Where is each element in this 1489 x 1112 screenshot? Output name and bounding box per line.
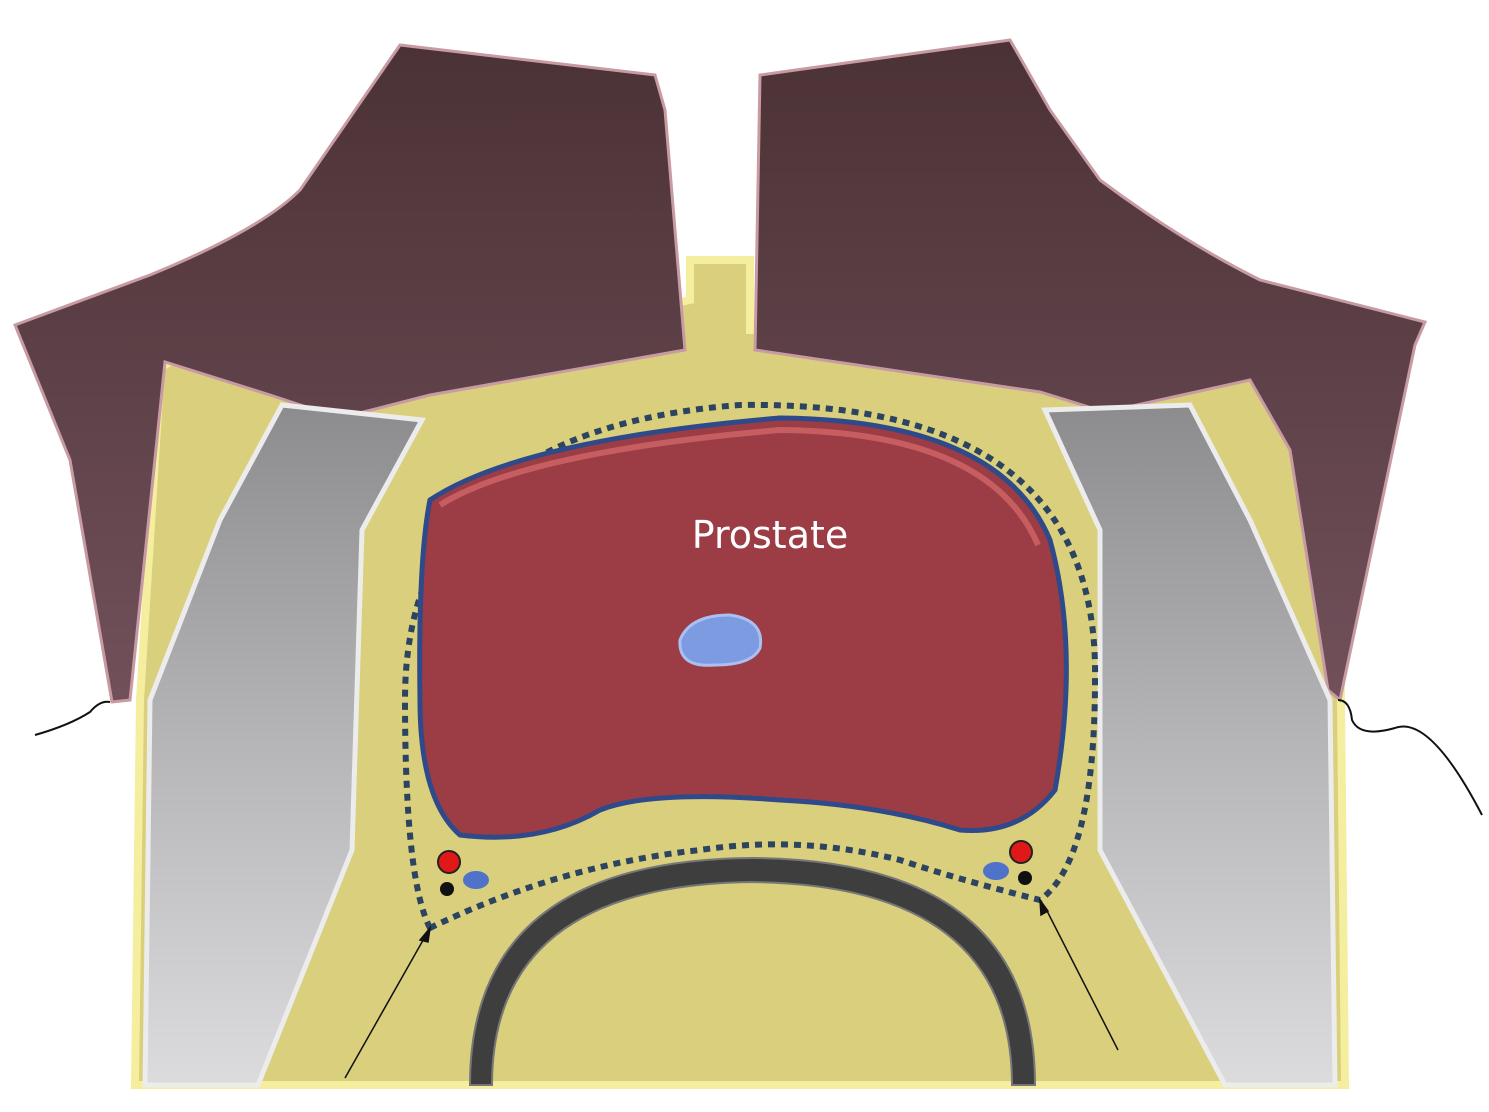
left-neurovascular-bundle: [437, 850, 489, 896]
right-artery: [1009, 840, 1033, 864]
left-vein: [463, 871, 489, 889]
right-arrow: [1039, 897, 1119, 1051]
periprostatic-fascia-dotted-line: [401, 401, 1099, 932]
right-leader-line: [1337, 699, 1483, 816]
left-nerve: [440, 882, 454, 896]
right-levator-muscle: [753, 38, 1428, 703]
prostate-label: Prostate: [692, 513, 849, 557]
right-pubic-bone: [1041, 402, 1338, 1088]
left-leader-line: [34, 700, 111, 736]
left-pubic-bone: [142, 402, 426, 1088]
urethra: [678, 613, 763, 667]
left-levator-muscle: [13, 43, 687, 704]
right-neurovascular-bundle: [983, 840, 1033, 885]
right-vein: [983, 862, 1009, 880]
right-nerve: [1018, 871, 1032, 885]
rectum-wall: [468, 856, 1037, 1086]
left-arrow: [344, 925, 432, 1079]
prostate-highlight: [438, 426, 1041, 547]
left-artery: [437, 850, 461, 874]
